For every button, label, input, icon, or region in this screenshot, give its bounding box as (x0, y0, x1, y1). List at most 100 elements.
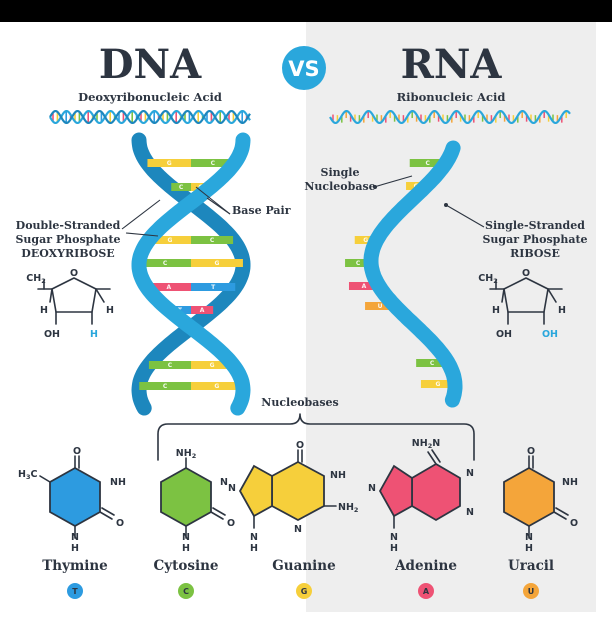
base-pair-rung (148, 361, 191, 369)
rna-strand (363, 140, 463, 408)
base-pair-rung (191, 259, 243, 267)
base-pair-rung (191, 306, 214, 314)
svg-text:H: H (182, 543, 190, 554)
svg-text:H: H (390, 543, 398, 554)
nucleobase-name-cytosine: Cytosine C (154, 558, 219, 599)
rung-letter: A (362, 283, 367, 290)
svg-text:O: O (227, 518, 235, 529)
base-pair-rung (191, 236, 234, 244)
rung-letter: G (435, 381, 440, 388)
svg-text:N: N (525, 532, 533, 543)
svg-text:N: N (228, 483, 236, 494)
cytosine-molecule: NH2 N O N H (160, 448, 235, 554)
mini-dna-helix (49, 109, 251, 125)
dna-subtitle: Deoxyribonucleic Acid (78, 90, 222, 104)
nucleobase-name-adenine: Adenine A (394, 558, 457, 599)
svg-text:NH2N: NH2N (412, 438, 440, 450)
svg-text:DEOXYRIBOSE: DEOXYRIBOSE (21, 247, 114, 260)
svg-text:T: T (72, 587, 78, 596)
svg-text:NH2: NH2 (176, 448, 196, 460)
svg-text:O: O (296, 440, 304, 451)
base-pair-rung (191, 361, 234, 369)
svg-text:O: O (70, 268, 78, 279)
dna-strand (131, 132, 251, 416)
base-pair-rung (171, 183, 191, 191)
rna-title: RNA (401, 41, 503, 88)
svg-text:H: H (558, 305, 566, 316)
nucleobase-name-guanine: Guanine G (272, 558, 336, 599)
svg-text:H: H (71, 543, 79, 554)
svg-text:N: N (466, 507, 474, 518)
svg-text:O: O (527, 446, 535, 457)
svg-text:H: H (106, 305, 114, 316)
svg-text:N: N (466, 468, 474, 479)
base-pair-rung (191, 283, 236, 291)
svg-text:Single-Stranded: Single-Stranded (485, 219, 585, 232)
rung-letter: G (167, 160, 172, 167)
rung-letter: G (167, 237, 172, 244)
svg-text:Uracil: Uracil (508, 558, 554, 574)
svg-text:Sugar Phosphate: Sugar Phosphate (482, 233, 587, 246)
svg-text:O: O (73, 446, 81, 457)
svg-text:CH2: CH2 (478, 273, 497, 285)
guanine-molecule: O NH NH2 N N N H (228, 440, 358, 554)
rung-letter: C (163, 383, 168, 390)
dna-base-pair-label: Base Pair (195, 186, 291, 217)
mini-rna-helix (329, 109, 571, 125)
svg-text:OH: OH (496, 329, 512, 340)
base-pair-rung (139, 382, 191, 390)
svg-text:N: N (294, 524, 302, 535)
svg-text:Guanine: Guanine (272, 558, 335, 574)
deoxyribose-structure: CH2 O H H OH H (26, 268, 114, 340)
nucleobase-rung (409, 159, 446, 167)
nucleobase-rung (348, 282, 379, 290)
base-pair-rung (139, 259, 191, 267)
svg-text:A: A (423, 587, 430, 596)
svg-text:O: O (522, 268, 530, 279)
svg-text:Double-Stranded: Double-Stranded (16, 219, 121, 232)
svg-text:H: H (90, 329, 98, 340)
rung-letter: U (378, 303, 383, 310)
svg-text:NH: NH (330, 470, 346, 481)
svg-text:RIBOSE: RIBOSE (510, 247, 560, 260)
base-pair-rung (191, 382, 243, 390)
svg-text:N: N (182, 532, 190, 543)
nucleobase-rung (420, 380, 455, 388)
nucleobase-rung (345, 259, 372, 267)
svg-text:Sugar Phosphate: Sugar Phosphate (15, 233, 120, 246)
svg-text:H: H (525, 543, 533, 554)
nucleobase-rung (365, 302, 396, 310)
rung-letter: G (363, 237, 368, 244)
svg-text:Thymine: Thymine (42, 558, 108, 574)
top-bar (0, 0, 612, 22)
vs-badge: VS (282, 46, 326, 90)
svg-text:Nucleobase: Nucleobase (304, 180, 375, 193)
svg-text:OH: OH (44, 329, 60, 340)
svg-text:VS: VS (288, 57, 319, 81)
svg-text:O: O (570, 518, 578, 529)
thymine-molecule: O NH O H3C N H (18, 446, 126, 554)
base-pair-rung (148, 236, 191, 244)
svg-text:H: H (250, 543, 258, 554)
rung-letter: T (211, 284, 216, 291)
nucleobase-name-thymine: Thymine T (42, 558, 108, 599)
base-pair-rung (147, 159, 191, 167)
rna-subtitle: Ribonucleic Acid (397, 90, 506, 104)
rung-letter: G (210, 362, 215, 369)
rung-letter: C (163, 260, 168, 267)
svg-text:NH2: NH2 (338, 502, 358, 514)
nucleobase-name-uracil: Uracil U (508, 558, 554, 599)
svg-text:Base Pair: Base Pair (232, 204, 291, 217)
rung-letter: C (168, 362, 173, 369)
rna-single-stranded-label: Single-Stranded Sugar Phosphate RIBOSE (444, 203, 588, 260)
rung-letter: G (214, 260, 219, 267)
uracil-molecule: O NH O N H (503, 446, 578, 554)
svg-text:N: N (71, 532, 79, 543)
nucleobase-rung (416, 359, 449, 367)
rung-letter: C (210, 237, 215, 244)
svg-text:Cytosine: Cytosine (154, 558, 219, 574)
rung-letter: C (426, 160, 431, 167)
svg-text:NH: NH (562, 477, 578, 488)
svg-text:Single: Single (321, 166, 360, 179)
rung-letter: C (211, 160, 216, 167)
